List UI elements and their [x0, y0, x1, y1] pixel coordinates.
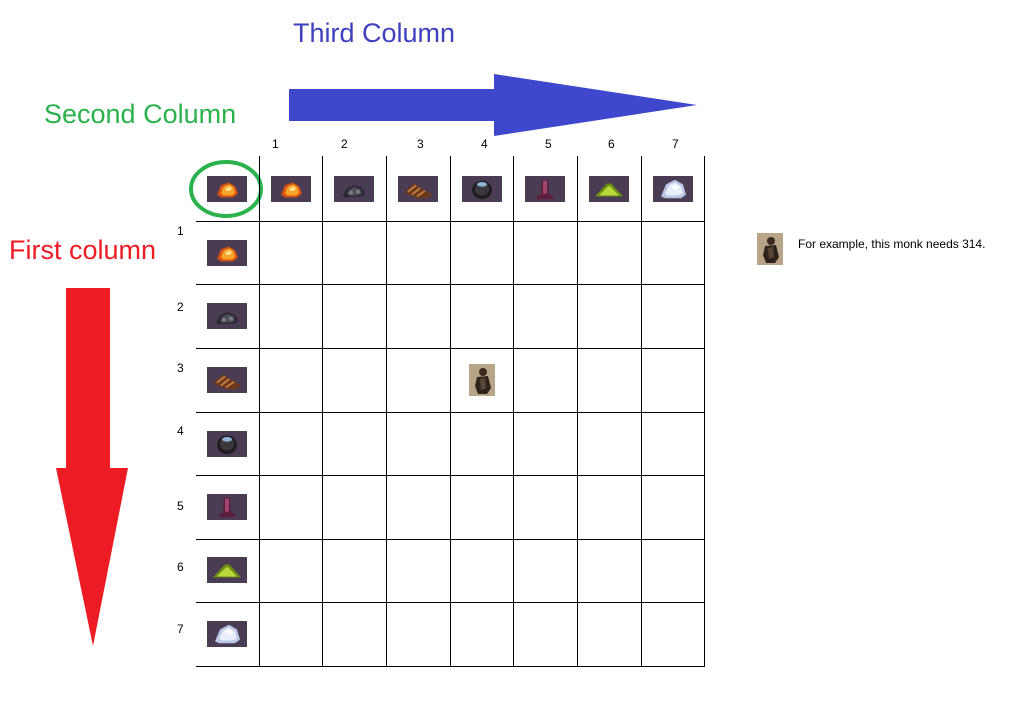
grid-line — [196, 602, 705, 603]
green-powder-icon — [207, 557, 247, 583]
highlight-circle — [189, 160, 263, 218]
monk-icon — [469, 364, 495, 396]
first-column-label: First column — [9, 235, 157, 265]
example-text: For example, this monk needs 314. — [798, 237, 986, 251]
grid-line — [196, 221, 705, 222]
crystal-icon — [525, 176, 565, 202]
grid-line — [196, 348, 705, 349]
bomb-pot-icon — [207, 431, 247, 457]
row-number: 3 — [177, 361, 184, 375]
second-column-label: Second Column — [44, 99, 237, 129]
grid-line — [577, 156, 578, 667]
row-number: 2 — [177, 300, 184, 314]
grid-line — [386, 156, 387, 667]
column-number: 7 — [672, 137, 679, 151]
wood-icon — [207, 367, 247, 393]
row-number: 4 — [177, 424, 184, 438]
wood-icon — [398, 176, 438, 202]
amber-ore-icon — [207, 240, 247, 266]
coal-icon — [207, 303, 247, 329]
row-number: 6 — [177, 560, 184, 574]
bomb-pot-icon — [462, 176, 502, 202]
column-number: 6 — [608, 137, 615, 151]
grid-line — [513, 156, 514, 667]
monk-icon — [757, 233, 783, 265]
amber-ore-icon — [271, 176, 311, 202]
grid-line — [196, 666, 705, 667]
row-number: 5 — [177, 499, 184, 513]
grid-line — [196, 475, 705, 476]
column-number: 4 — [481, 137, 488, 151]
column-number: 3 — [417, 137, 424, 151]
row-number: 7 — [177, 622, 184, 636]
silver-ore-icon — [653, 176, 693, 202]
third-column-label: Third Column — [293, 18, 456, 48]
column-number: 5 — [545, 137, 552, 151]
silver-ore-icon — [207, 621, 247, 647]
amber-ore-icon — [207, 176, 247, 202]
grid-line — [641, 156, 642, 667]
crystal-icon — [207, 494, 247, 520]
grid-line — [196, 539, 705, 540]
column-number: 1 — [272, 137, 279, 151]
coal-icon — [334, 176, 374, 202]
grid-line — [704, 156, 705, 667]
column-number: 2 — [341, 137, 348, 151]
grid-line — [196, 284, 705, 285]
red-arrow — [56, 288, 128, 646]
green-powder-icon — [589, 176, 629, 202]
blue-arrow — [289, 74, 697, 136]
grid-line — [322, 156, 323, 667]
row-number: 1 — [177, 224, 184, 238]
grid-line — [450, 156, 451, 667]
grid-line — [196, 412, 705, 413]
grid-line — [259, 156, 260, 667]
